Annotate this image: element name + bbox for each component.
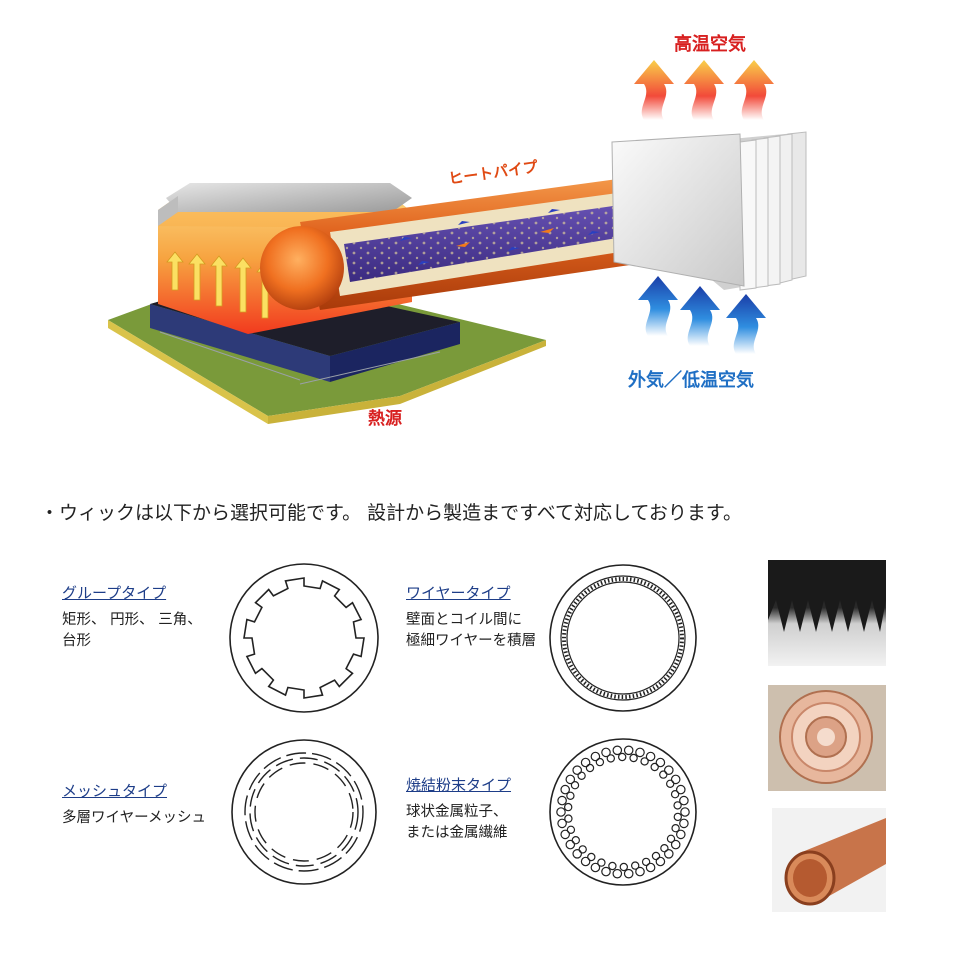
groove-wick-crosssection — [229, 563, 379, 713]
sinter-particle — [577, 771, 586, 781]
wick-desc-line: または金属繊維 — [406, 825, 508, 841]
hot-air-arrows — [634, 60, 774, 120]
intro-text: ・ウィックは以下から選択可能です。 設計から製造まですべて対応しております。 — [40, 502, 743, 524]
sinter-particle — [666, 834, 676, 844]
wick-desc-line: 矩形、 円形、 三角、 — [62, 612, 202, 628]
sinter-particle — [570, 781, 580, 790]
sinter-particle — [635, 866, 645, 877]
wick-desc-line: 多層ワイヤーメッシュ — [62, 810, 206, 826]
sinter-particle — [663, 765, 674, 775]
sinter-particle — [566, 825, 576, 835]
label-heat-source: 熱源 — [368, 409, 402, 429]
sintered-wick-crosssection — [549, 738, 697, 886]
sinter-particle — [660, 844, 669, 853]
wick-title: ワイヤータイプ — [406, 584, 511, 602]
sinter-particle — [635, 747, 645, 758]
sinter-particle — [641, 857, 651, 867]
mesh-wick-crosssection — [231, 739, 377, 885]
sinter-particle — [566, 791, 575, 801]
sinter-particle — [650, 762, 659, 772]
sinter-particle — [671, 824, 680, 833]
label-hot-air: 高温空気 — [674, 34, 746, 55]
wick-wire: ワイヤータイプ 壁面とコイル間に 極細ワイヤーを積層 — [406, 582, 536, 652]
sinter-particle — [564, 814, 573, 823]
sinter-particle — [659, 770, 668, 779]
sinter-particle — [645, 751, 656, 762]
sinter-particle — [673, 801, 682, 810]
wire-wick-crosssection — [549, 564, 697, 712]
copper-pipe-photo — [772, 808, 886, 912]
sinter-particle — [663, 848, 674, 859]
sinter-particle — [666, 779, 675, 789]
sinter-particle — [623, 868, 634, 879]
cool-air-arrows — [638, 276, 766, 354]
sinter-particle — [557, 795, 567, 806]
sinter-particle — [578, 845, 587, 854]
sinter-particle — [680, 807, 690, 817]
sinter-particle — [631, 861, 640, 870]
sinter-particle — [679, 818, 689, 829]
sinter-particle — [619, 862, 629, 872]
sinter-particle — [565, 774, 576, 785]
sinter-particle — [571, 836, 581, 845]
sinter-particle — [645, 862, 656, 873]
sinter-particle — [675, 829, 686, 840]
sinter-particle — [590, 751, 601, 762]
sinter-particle — [564, 802, 573, 812]
wick-title: 焼結粉末タイプ — [406, 776, 512, 794]
sinter-particle — [572, 848, 582, 859]
sinter-particle — [572, 765, 582, 775]
sinter-particle — [597, 858, 606, 867]
pipe-end-cap — [260, 226, 344, 310]
sinter-particle — [580, 757, 591, 768]
sinter-particle — [587, 852, 596, 862]
wick-desc-line: 壁面とコイル間に — [406, 612, 522, 628]
sinter-particle — [557, 818, 567, 829]
sinter-particle — [590, 862, 601, 873]
sinter-particle — [670, 774, 681, 785]
sinter-particle — [670, 839, 681, 850]
sinter-particle — [556, 807, 566, 817]
sinter-particle — [673, 812, 683, 822]
sinter-particle — [608, 861, 617, 871]
wick-desc-line: 球状金属粒子、 — [406, 804, 508, 820]
label-cool-air: 外気／低温空気 — [628, 370, 754, 391]
sinter-particle — [580, 856, 591, 867]
sinter-particle — [640, 757, 649, 766]
sinter-particle — [651, 851, 661, 861]
sinter-particle — [655, 856, 666, 867]
wick-desc-line: 極細ワイヤーを積層 — [406, 633, 537, 649]
wick-title: メッシュタイプ — [62, 782, 168, 800]
sinter-particle — [601, 747, 611, 758]
wick-mesh: メッシュタイプ 多層ワイヤーメッシュ — [62, 780, 206, 829]
sinter-particle — [560, 784, 570, 795]
sinter-particle — [618, 752, 627, 762]
sinter-particle — [560, 829, 570, 840]
groove-wick-photo — [768, 560, 886, 666]
wick-sintered: 焼結粉末タイプ 球状金属粒子、 または金属繊維 — [406, 774, 511, 844]
sinter-particle — [585, 763, 595, 773]
sinter-particle — [629, 753, 638, 763]
sinter-particle — [679, 795, 689, 806]
sinter-particle — [670, 790, 680, 799]
wick-desc-line: 台形 — [62, 633, 91, 649]
wick-groove: グループタイプ 矩形、 円形、 三角、 台形 — [62, 582, 202, 652]
heat-sink-fins — [611, 131, 807, 291]
sinter-particle — [623, 745, 634, 756]
wick-title: グループタイプ — [62, 584, 167, 602]
sinter-particle — [655, 757, 666, 768]
sinter-particle — [612, 868, 623, 879]
sinter-particle — [606, 754, 616, 763]
coil-wick-photo — [768, 685, 886, 791]
sinter-particle — [612, 745, 623, 756]
sinter-particle — [601, 866, 611, 877]
sinter-particle — [675, 784, 686, 795]
sinter-particle — [565, 839, 576, 850]
sinter-particle — [595, 757, 605, 767]
